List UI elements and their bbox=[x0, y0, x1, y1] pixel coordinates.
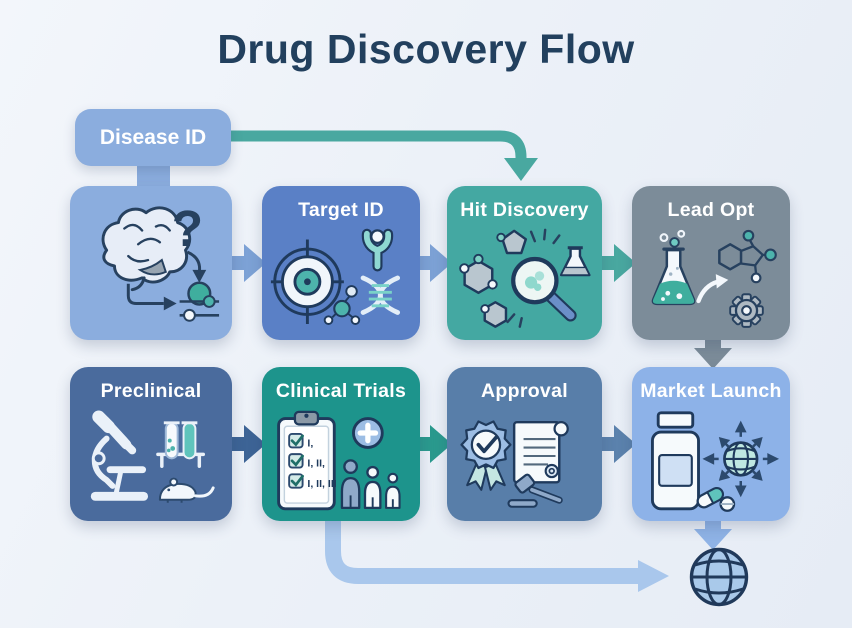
stage-label: Lead Opt bbox=[667, 199, 755, 221]
curved-arrow-icon bbox=[696, 274, 729, 304]
stage-label: Target ID bbox=[298, 199, 384, 221]
molecules-magnifier-flask-icon bbox=[459, 228, 591, 328]
stage-label: Clinical Trials bbox=[275, 380, 407, 402]
page-title: Drug Discovery Flow bbox=[217, 26, 635, 72]
clipboard-checklist-patients-icon: I, I, II, I, II, III bbox=[277, 410, 401, 511]
microscope-testtubes-mouse-icon bbox=[90, 410, 215, 503]
molecule-icon bbox=[323, 285, 361, 325]
stage-label: Hit Discovery bbox=[460, 199, 589, 221]
checklist-item-text: I, II, III bbox=[307, 478, 336, 490]
badge-certificate-gavel-icon bbox=[460, 420, 569, 508]
hexagon-molecules-icon bbox=[459, 229, 528, 328]
stage-hit-discovery: Hit Discovery bbox=[447, 186, 602, 340]
global-distribution-icon bbox=[702, 420, 780, 498]
brain-question-icon: ? bbox=[101, 200, 220, 322]
target-receptor-dna-icon bbox=[270, 228, 401, 325]
erlenmeyer-flask-icon bbox=[651, 247, 696, 306]
pathway-arrow-icon bbox=[126, 283, 177, 311]
arrow-lead-to-market bbox=[694, 336, 732, 369]
sparkle-lines-icon bbox=[506, 228, 561, 328]
stage-label: Approval bbox=[481, 380, 568, 402]
globe-icon bbox=[689, 547, 749, 607]
disease-id-label-text: Disease ID bbox=[99, 125, 207, 149]
certificate-scroll-icon bbox=[512, 420, 569, 484]
gavel-icon bbox=[507, 473, 563, 508]
pill-bottle-icon bbox=[650, 411, 700, 511]
stage-market-launch: Market Launch bbox=[632, 367, 790, 521]
flask-molecule-gear-icon bbox=[651, 229, 777, 328]
microscope-icon bbox=[90, 410, 149, 501]
stage-lead-opt: Lead Opt bbox=[632, 186, 790, 340]
magnifier-icon bbox=[511, 256, 577, 322]
stage-label: Market Launch bbox=[640, 380, 782, 402]
test-tubes-icon bbox=[156, 421, 206, 468]
medical-plus-icon bbox=[352, 417, 384, 449]
stage-disease-id: ? bbox=[70, 186, 232, 340]
arrow-market-to-globe bbox=[694, 517, 732, 550]
checklist-item-text: I, II, bbox=[307, 458, 325, 470]
slider-dots-icon bbox=[179, 295, 220, 322]
dna-helix-icon bbox=[360, 275, 401, 315]
elbow-arrow-icon bbox=[186, 250, 207, 283]
patients-icon bbox=[340, 459, 401, 510]
stage-preclinical: Preclinical bbox=[70, 367, 232, 521]
clipboard-icon: I, I, II, I, II, III bbox=[277, 410, 337, 511]
disease-id-label: Disease ID bbox=[75, 109, 231, 166]
checklist-item-text: I, bbox=[307, 437, 313, 449]
pills-icon bbox=[696, 486, 736, 512]
receptor-icon bbox=[361, 228, 394, 272]
molecule-structure-icon bbox=[718, 229, 777, 284]
flask-icon bbox=[559, 246, 591, 277]
stage-label: Preclinical bbox=[100, 380, 202, 402]
mouse-icon bbox=[158, 477, 215, 503]
crosshair-target-icon bbox=[270, 239, 344, 324]
stage-approval: Approval bbox=[447, 367, 602, 521]
ribbon-badge-icon bbox=[460, 420, 512, 491]
brain-icon bbox=[101, 206, 192, 292]
gear-icon bbox=[729, 293, 764, 328]
bubbles-icon bbox=[659, 229, 686, 248]
question-mark-icon: ? bbox=[172, 200, 203, 257]
disease-label-connector bbox=[137, 162, 170, 190]
pill-bottle-globe-icon bbox=[650, 411, 780, 512]
stage-clinical-trials: Clinical Trials I, I, II, I, II, III bbox=[262, 367, 420, 521]
stage-target-id: Target ID bbox=[262, 186, 420, 340]
